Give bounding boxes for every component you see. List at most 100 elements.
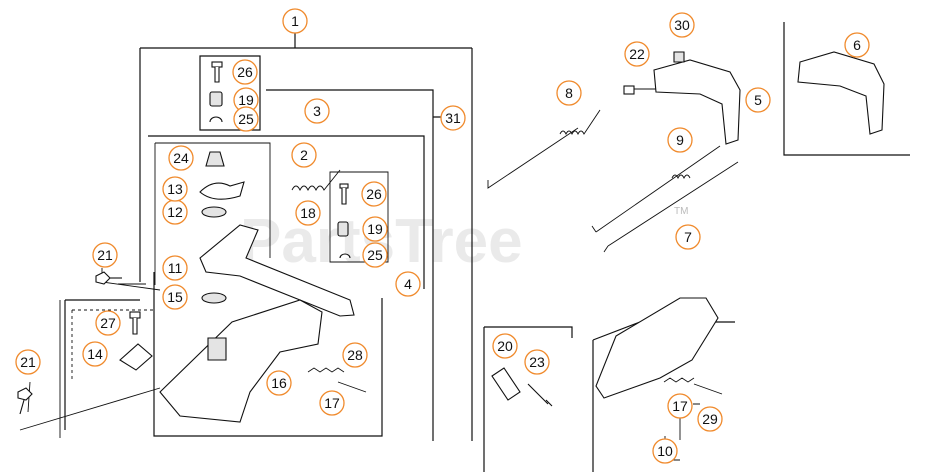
assembly-frames [19,22,910,472]
screw-26-top [211,61,223,83]
callout-number: 17 [672,398,688,414]
callout-17-b[interactable]: 17 [667,393,693,419]
grip-20 [491,367,521,401]
callout-10[interactable]: 10 [652,438,678,464]
callout-21[interactable]: 21 [92,242,118,268]
spring-18 [291,169,341,192]
callout-20[interactable]: 20 [492,333,518,359]
bracket-6 [797,51,885,135]
cam-box [154,142,271,285]
leader-17b [679,403,700,440]
callout-18[interactable]: 18 [295,200,321,226]
callout-12[interactable]: 12 [162,199,188,225]
callout-number: 3 [313,103,321,119]
callout-22[interactable]: 22 [624,41,650,67]
callout-number: 4 [404,276,412,292]
rod-9-spring [671,174,691,180]
callout-19-b[interactable]: 19 [362,216,388,242]
callout-number: 21 [97,247,113,263]
callout-number: 14 [87,346,103,362]
leader-21b [19,300,161,438]
callout-30[interactable]: 30 [669,12,695,38]
screw-27 [129,311,141,335]
bracket-5 [653,59,741,145]
callout-number: 22 [629,46,645,62]
spring-rod-8 [487,109,601,189]
callout-7[interactable]: 7 [675,224,701,250]
spacer-19-mid [337,221,349,237]
callout-27[interactable]: 27 [95,310,121,336]
callout-6[interactable]: 6 [844,32,870,58]
callout-number: 1 [291,13,299,29]
post [207,337,227,361]
callout-number: 30 [674,17,690,33]
callout-11[interactable]: 11 [162,255,188,281]
assembly-10 [595,297,719,399]
callout-8[interactable]: 8 [556,80,582,106]
spacer-19-top [209,91,223,107]
rods-7-9 [591,145,739,253]
callout-23[interactable]: 23 [524,349,550,375]
callout-15[interactable]: 15 [162,284,188,310]
callout-number: 15 [167,289,183,305]
callout-1[interactable]: 1 [282,8,308,34]
callout-number: 10 [657,443,673,459]
callout-number: 20 [497,338,513,354]
callout-number: 25 [238,111,254,127]
callout-14[interactable]: 14 [82,341,108,367]
box-20-23 [483,326,573,472]
callout-9[interactable]: 9 [667,127,693,153]
clip-25-mid [339,253,351,259]
callout-number: 31 [445,110,461,126]
callout-number: 11 [168,260,183,276]
callout-29[interactable]: 29 [697,406,723,432]
spring-17 [307,367,367,393]
callout-26[interactable]: 26 [232,59,258,85]
callout-number: 25 [367,247,383,263]
callout-25-b[interactable]: 25 [362,242,388,268]
callout-28[interactable]: 28 [342,342,368,368]
callout-5[interactable]: 5 [745,87,771,113]
bolt-22 [623,85,656,95]
callout-number: 8 [565,85,573,101]
callout-number: 19 [238,92,254,108]
callout-number: 26 [237,64,253,80]
callout-16[interactable]: 16 [266,370,292,396]
control-lever-4 [199,224,355,317]
callout-number: 9 [676,132,684,148]
callout-number: 24 [173,150,189,166]
callout-number: 29 [702,411,718,427]
callout-31[interactable]: 31 [440,105,466,131]
callout-3[interactable]: 3 [304,98,330,124]
frame-bottom [64,272,383,437]
nut-24 [205,151,225,167]
callout-number: 6 [853,37,861,53]
callout-number: 2 [300,147,308,163]
clip-25-top [209,116,223,123]
callout-2[interactable]: 2 [291,142,317,168]
callout-17[interactable]: 17 [319,390,345,416]
callout-26-b[interactable]: 26 [361,181,387,207]
callout-21-b[interactable]: 21 [15,349,41,375]
callout-25[interactable]: 25 [233,106,259,132]
callout-number: 27 [100,315,116,331]
callout-24[interactable]: 24 [168,145,194,171]
screw-26-mid [339,183,349,205]
callout-4[interactable]: 4 [395,271,421,297]
callout-number: 28 [347,347,363,363]
callout-number: 26 [366,186,382,202]
frame-4-bracket [148,135,425,289]
callout-13[interactable]: 13 [162,176,188,202]
callout-number: 18 [300,205,316,221]
washer-15 [201,292,227,304]
bolt-23 [527,383,553,407]
nut-30 [673,51,685,63]
callout-number: 12 [167,204,183,220]
callout-number: 19 [367,221,383,237]
frame-1-bracket [139,32,473,441]
frame-dash [71,309,154,380]
base-plate-16 [159,299,323,423]
box-6 [783,22,910,156]
hardware-box-top [199,55,261,131]
watermark-tm: TM [674,206,688,217]
